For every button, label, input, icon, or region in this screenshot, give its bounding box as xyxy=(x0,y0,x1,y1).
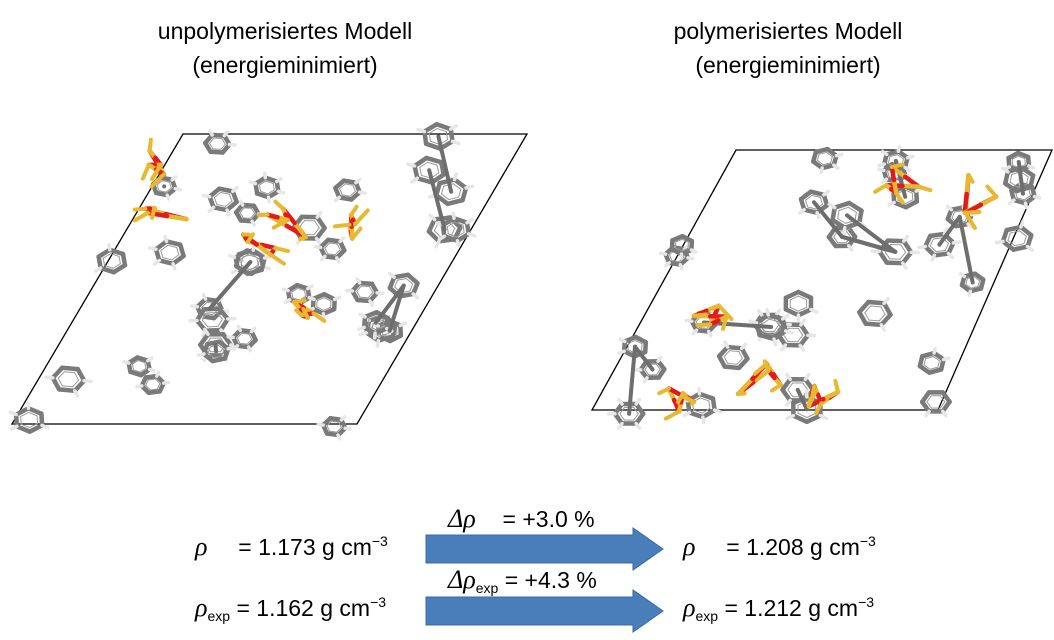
unpolymerized-model-image xyxy=(8,122,529,441)
rho-exp-unpolymerized: ρexp = 1.162 g cm−3 xyxy=(195,588,386,630)
rho-exp-symbol-right: ρ xyxy=(683,593,696,622)
rho-exp-value-right: = 1.212 g cm xyxy=(724,595,859,621)
left-title-line1: unpolymerisiertes Modell xyxy=(157,18,413,44)
left-molecule-structure xyxy=(8,122,477,441)
rho-value-right: = 1.208 g cm xyxy=(726,534,860,560)
rho-value: = 1.173 g cm xyxy=(238,534,372,560)
delta-rho-label: Δρ = +3.0 % xyxy=(448,505,595,533)
left-title-line2: (energieminimiert) xyxy=(192,52,378,78)
right-model-title: polymerisiertes Modell (energieminimiert… xyxy=(638,14,938,82)
rho-exp-symbol: ρ xyxy=(195,593,208,622)
rho-symbol: ρ xyxy=(195,532,208,561)
delta-rho-exp-label: Δρexp = +4.3 % xyxy=(448,566,597,602)
right-molecule-structure xyxy=(606,145,1042,430)
rho-symbol-right: ρ xyxy=(683,532,696,561)
rho-polymerized: ρ = 1.208 g cm−3 xyxy=(683,527,876,561)
molecular-models xyxy=(8,122,1053,441)
delta-rho-exp-subscript: exp xyxy=(475,580,499,596)
rho-exponent-right: −3 xyxy=(859,533,876,549)
delta-rho-symbol: Δρ xyxy=(448,504,476,533)
rho-exp-exponent: −3 xyxy=(370,594,387,610)
rho-unpolymerized: ρ = 1.173 g cm−3 xyxy=(195,527,388,561)
rho-exponent: −3 xyxy=(371,533,388,549)
rho-exp-exponent-right: −3 xyxy=(858,594,875,610)
rho-exp-value: = 1.162 g cm xyxy=(236,595,371,621)
delta-rho-exp-symbol: Δρ xyxy=(448,565,476,594)
right-title-line2: (energieminimiert) xyxy=(695,52,881,78)
rho-exp-subscript-right: exp xyxy=(695,608,719,624)
arrow-row1 xyxy=(425,527,664,571)
left-unit-cell xyxy=(10,133,529,425)
arrow-row2 xyxy=(425,589,664,633)
polymerized-model-image xyxy=(590,145,1053,430)
delta-rho-value: = +3.0 % xyxy=(502,506,595,532)
delta-rho-exp-value: = +4.3 % xyxy=(504,567,597,593)
right-title-line1: polymerisiertes Modell xyxy=(673,18,903,44)
rho-exp-polymerized: ρexp = 1.212 g cm−3 xyxy=(683,588,874,630)
rho-exp-subscript: exp xyxy=(207,608,231,624)
left-model-title: unpolymerisiertes Modell (energieminimie… xyxy=(135,14,435,82)
